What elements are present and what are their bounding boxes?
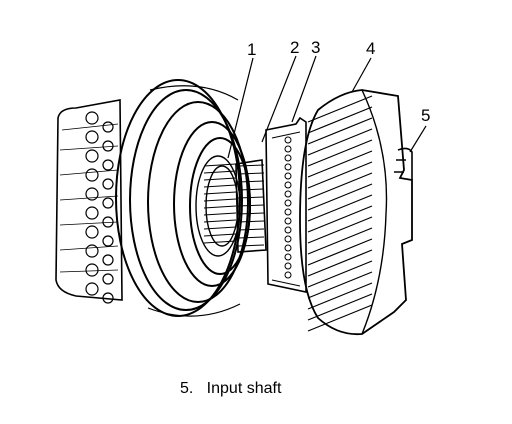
leader-line-4 <box>351 57 372 93</box>
needle-roller <box>203 205 237 209</box>
hub-tooth <box>284 253 292 261</box>
hub-tooth <box>284 262 292 270</box>
gear-tooth <box>307 183 373 211</box>
ring-tooth <box>237 172 265 175</box>
gear-tooth <box>307 117 373 145</box>
needle-roller <box>203 170 237 174</box>
bearing-ball <box>85 168 99 182</box>
needle-roller <box>203 163 237 167</box>
gear-tooth <box>307 106 373 134</box>
needle-roller <box>203 240 237 244</box>
synchronizer-ring <box>235 159 267 253</box>
bearing-ball <box>102 235 114 247</box>
gear-tooth <box>307 216 373 244</box>
bearing-ball <box>102 140 114 152</box>
hub-tooth <box>284 145 292 153</box>
callout-5: 5 <box>421 106 430 125</box>
bearing-ball <box>102 254 114 266</box>
figure-caption: 5. Input shaft <box>180 380 282 397</box>
hub-tooth <box>284 226 292 234</box>
hub-tooth <box>284 136 292 144</box>
hub-tooth <box>284 217 292 225</box>
gear-tooth <box>307 150 373 178</box>
hub-tooth <box>284 154 292 162</box>
needle-roller <box>203 198 237 202</box>
callout-4: 4 <box>366 39 375 58</box>
hub-tooth <box>284 172 292 180</box>
bearing-ball <box>102 121 114 133</box>
ring-tooth <box>237 204 265 207</box>
gear-tooth <box>307 128 373 156</box>
callout-3: 3 <box>311 38 320 57</box>
gear-tooth <box>307 161 373 189</box>
gear-tooth <box>307 271 373 299</box>
needle-roller <box>203 233 237 237</box>
bearing-ball <box>85 130 99 144</box>
needle-roller <box>203 212 237 216</box>
bearing-ball <box>102 273 114 285</box>
ring-tooth <box>237 244 265 247</box>
gear-tooth <box>307 260 373 288</box>
ring-tooth <box>237 196 265 199</box>
left-shaft-bearing <box>55 99 123 304</box>
bearing-ball <box>85 225 99 239</box>
leader-line-3 <box>291 55 317 123</box>
needle-roller <box>203 177 237 181</box>
bearing-ball <box>85 263 99 277</box>
callout-2: 2 <box>290 38 299 57</box>
gear-tooth <box>307 227 373 255</box>
gear-tooth <box>307 205 373 233</box>
bearing-ball <box>85 149 99 163</box>
gear-tooth <box>307 95 373 123</box>
gear-tooth <box>307 293 373 321</box>
hub-collar <box>265 116 307 293</box>
input-shaft-end <box>394 147 413 180</box>
ring-tooth <box>237 220 265 223</box>
ring-tooth <box>237 188 265 191</box>
needle-roller <box>203 226 237 230</box>
bearing-ball <box>102 178 114 190</box>
leader-line-1 <box>227 57 254 159</box>
bearing-ball <box>85 282 99 296</box>
bearing-ball <box>102 292 114 304</box>
callout-1: 1 <box>247 40 256 59</box>
gear-tooth <box>307 304 373 332</box>
hub-tooth <box>284 163 292 171</box>
bearing-ball <box>85 206 99 220</box>
leader-line-5 <box>409 125 427 153</box>
needle-roller <box>203 184 237 188</box>
leader-line-2 <box>261 55 297 143</box>
hub-tooth <box>284 271 292 279</box>
ring-tooth <box>237 236 265 239</box>
hub-tooth <box>284 181 292 189</box>
ring-tooth <box>237 164 265 167</box>
hub-tooth <box>284 199 292 207</box>
gear-tooth <box>307 238 373 266</box>
bearing-ball <box>102 216 114 228</box>
ring-tooth <box>237 212 265 215</box>
gear-tooth <box>307 139 373 167</box>
hub-tooth <box>284 235 292 243</box>
gear-tooth <box>307 282 373 310</box>
ring-tooth <box>237 180 265 183</box>
bearing-ball <box>102 197 114 209</box>
bearing-ball <box>85 244 99 258</box>
hub-tooth <box>284 190 292 198</box>
gear-tooth <box>307 194 373 222</box>
bearing-ball <box>85 111 99 125</box>
bearing-housing <box>115 79 251 317</box>
hub-tooth <box>284 244 292 252</box>
needle-bearing <box>195 155 241 257</box>
bearing-ball <box>102 159 114 171</box>
hub-tooth <box>284 208 292 216</box>
helical-gear <box>299 89 413 336</box>
needle-roller <box>203 219 237 223</box>
bearing-ball <box>85 187 99 201</box>
gear-tooth <box>307 249 373 277</box>
leader-lines <box>227 55 427 159</box>
needle-roller <box>203 191 237 195</box>
gear-tooth <box>307 172 373 200</box>
ring-tooth <box>237 228 265 231</box>
